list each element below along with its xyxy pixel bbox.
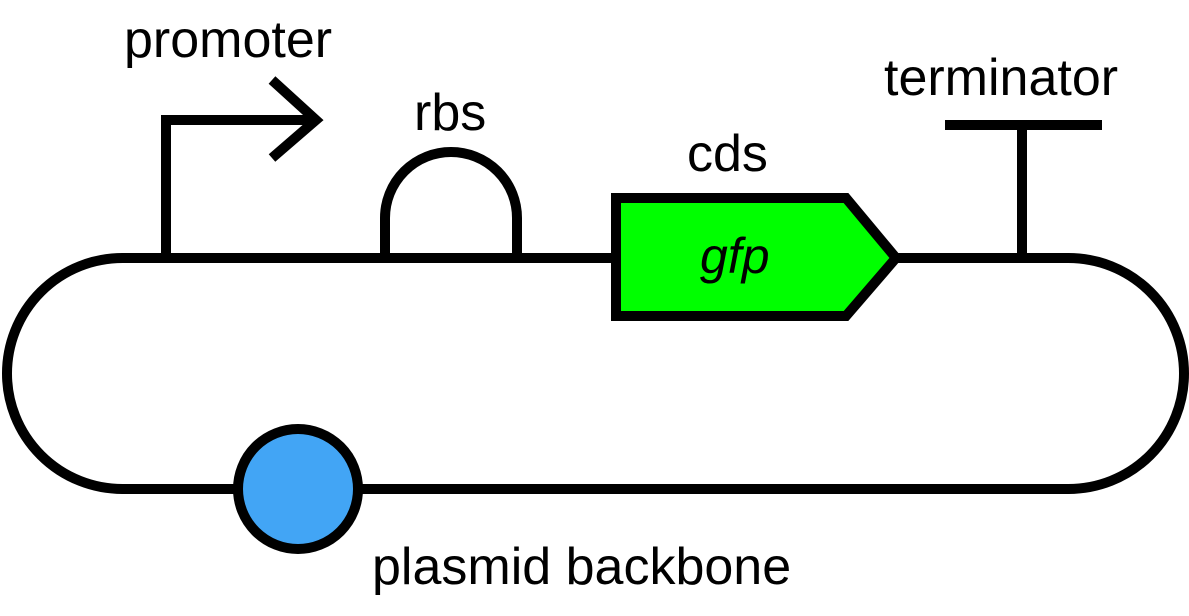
plasmid-loop <box>2 253 1189 494</box>
cds-gene-name: gfp <box>700 228 770 284</box>
rbs-label: rbs <box>414 84 486 142</box>
plasmid-backbone-marker <box>233 424 363 554</box>
cds-label: cds <box>687 125 768 183</box>
rbs-glyph <box>380 147 522 258</box>
promoter-glyph <box>161 76 324 258</box>
cds-glyph <box>611 193 903 321</box>
terminator-label: terminator <box>884 49 1118 107</box>
promoter-label: promoter <box>124 11 332 69</box>
terminator-glyph <box>945 120 1102 258</box>
backbone-label: plasmid backbone <box>372 538 791 596</box>
